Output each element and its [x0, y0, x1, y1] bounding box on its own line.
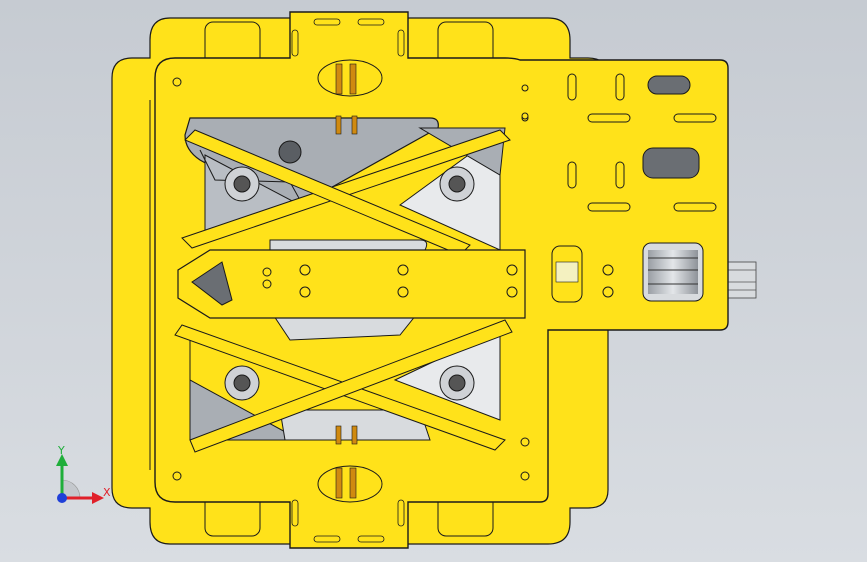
z-axis-dot [57, 493, 67, 503]
top-oval-window [317, 59, 383, 135]
x-axis-label: X [103, 486, 111, 499]
coordinate-triad: Y X [56, 444, 111, 504]
screw-holes [172, 77, 530, 481]
center-beam [177, 249, 526, 319]
right-plate-features [521, 73, 717, 303]
wheel-bearings [224, 140, 475, 401]
bottom-oval-window [317, 425, 383, 503]
y-axis-label: Y [57, 444, 65, 457]
linear-rail [723, 261, 757, 299]
top-tab-slots [291, 18, 405, 543]
side-edge [111, 78, 151, 488]
lower-bracing [174, 309, 513, 453]
